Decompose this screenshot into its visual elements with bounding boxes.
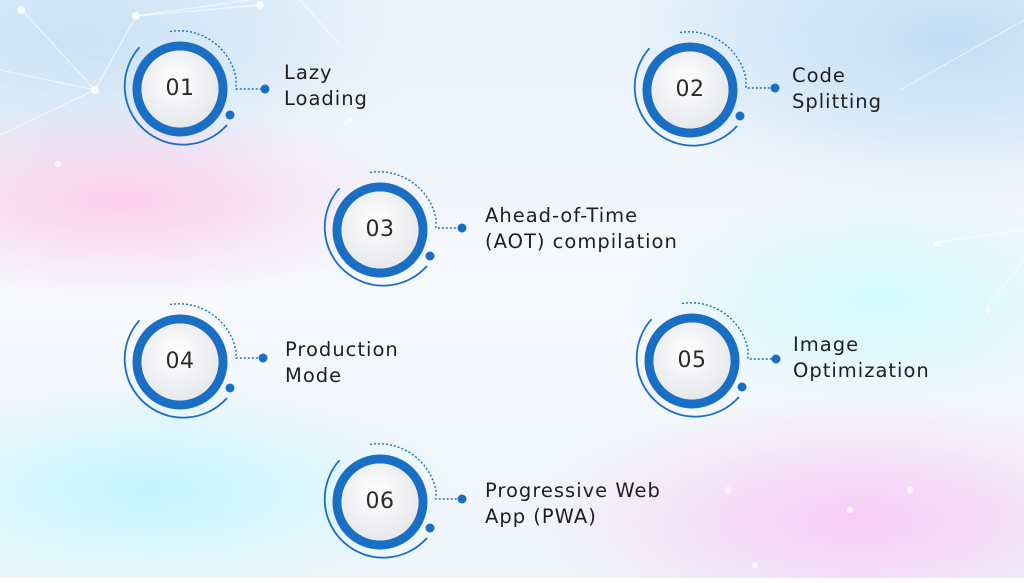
step-number: 03: [365, 217, 395, 242]
step-number: 04: [165, 349, 195, 374]
step-label-line2: Splitting: [792, 90, 883, 113]
step-number: 05: [677, 348, 707, 373]
step-label-line1: Image: [793, 333, 860, 356]
step-label-line2: App (PWA): [485, 505, 597, 528]
step-01-badge: [123, 30, 270, 146]
step-label: Production Mode: [285, 337, 399, 389]
step-04-badge: [123, 303, 268, 419]
step-label-line2: Mode: [285, 364, 343, 387]
step-label: Progressive Web App (PWA): [485, 478, 661, 530]
step-label-line2: Optimization: [793, 359, 930, 382]
step-05-badge: [635, 302, 781, 418]
step-label-line1: Production: [285, 338, 399, 361]
step-number: 01: [165, 76, 195, 101]
step-label-line1: Progressive Web: [485, 479, 661, 502]
step-02-badge: [633, 31, 780, 147]
step-label: Image Optimization: [793, 332, 930, 384]
step-03-badge: [323, 171, 467, 287]
step-label: Lazy Loading: [284, 60, 368, 112]
step-label: Code Splitting: [792, 63, 882, 115]
step-label-line2: Loading: [284, 87, 368, 110]
step-06-badge: [323, 443, 467, 559]
step-number: 06: [365, 489, 395, 514]
step-label: Ahead-of-Time (AOT) compilation: [485, 203, 678, 255]
step-label-line2: (AOT) compilation: [485, 230, 678, 253]
step-label-line1: Code: [792, 64, 846, 87]
step-number: 02: [675, 77, 705, 102]
step-label-line1: Ahead-of-Time: [485, 204, 639, 227]
step-label-line1: Lazy: [284, 61, 333, 84]
